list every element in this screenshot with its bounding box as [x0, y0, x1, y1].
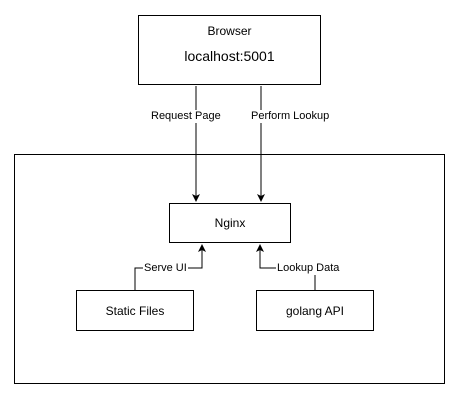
browser-title: Browser: [207, 24, 252, 38]
browser-url: localhost:5001: [184, 48, 275, 64]
golang-api-label: golang API: [285, 304, 345, 318]
lookup-data-label: Lookup Data: [276, 262, 341, 275]
perform-lookup-label: Perform Lookup: [250, 110, 331, 123]
static-files-label: Static Files: [105, 304, 165, 318]
browser-node: Browser localhost:5001: [138, 15, 321, 85]
static-files-node: Static Files: [76, 290, 194, 331]
nginx-node: Nginx: [169, 203, 291, 243]
server-container: [14, 154, 445, 384]
golang-api-node: golang API: [256, 290, 374, 331]
serve-ui-label: Serve UI: [143, 262, 188, 275]
nginx-label: Nginx: [214, 216, 246, 230]
request-page-label: Request Page: [150, 110, 222, 123]
